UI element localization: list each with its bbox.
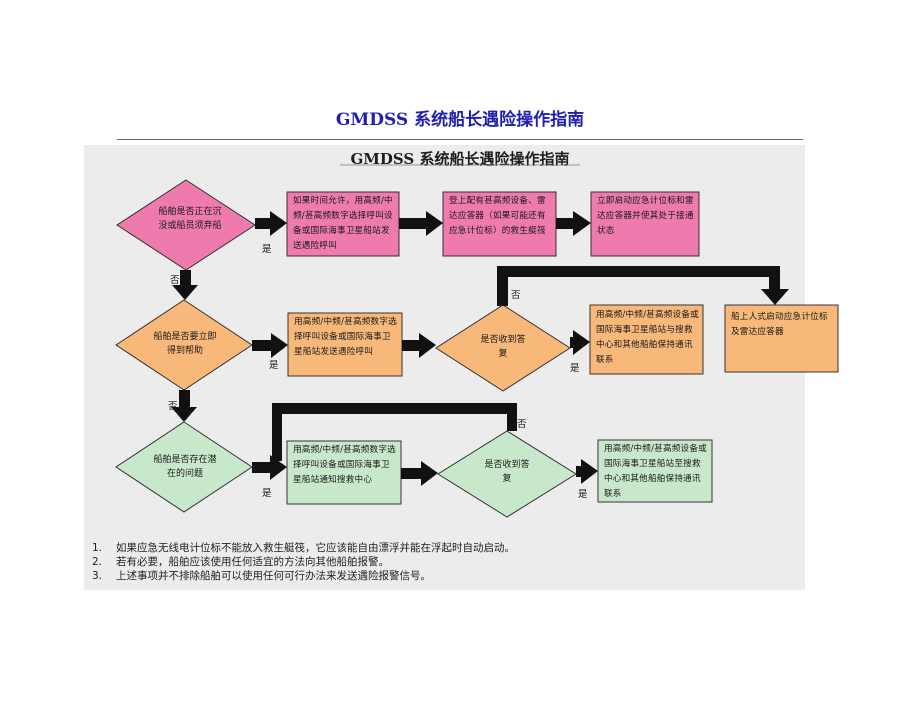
footnote-number: 3.	[92, 570, 103, 582]
decision-sinking-label: 船舶是否正在沉没或船员须弃船	[158, 207, 222, 231]
box-notify-rescue-center-label: 用高频/中频/甚高频数字选择呼叫设备或国际海事卫星船站通知搜救中心	[293, 445, 396, 485]
edge-label-no-4: 否	[517, 419, 527, 430]
box-maintain-communication-2	[597, 439, 713, 503]
edge-label-yes-1: 是	[262, 244, 272, 255]
arrow-d5-b8-shaft	[576, 466, 582, 477]
arrow-d5-b7-up	[507, 403, 517, 431]
arrow-d3-b5-head	[573, 330, 590, 355]
footnote-text: 如果应急无线电计位标不能放入救生艇筏，它应该能自由漂浮并能在浮起时自动启动。	[116, 542, 515, 554]
arrow-d1-d2-head	[172, 285, 198, 300]
arrow-d5-b8-head	[581, 459, 598, 484]
decision-reply-2	[437, 430, 577, 518]
footnote-text: 上述事项并不排除船舶可以使用任何可行办法来发送遇险报警信号。	[116, 570, 431, 582]
arrow-d3-b5-shaft	[570, 337, 575, 348]
edge-label-yes-5: 是	[578, 489, 588, 500]
arrow-d3-b6-up	[497, 266, 508, 306]
arrow-b2-b3-head	[573, 211, 591, 236]
decision-reply-2-label: 是否收到答复	[484, 460, 530, 484]
arrow-d1-b1-shaft	[255, 218, 271, 229]
arrow-b7-d5-shaft	[401, 468, 423, 479]
box-manual-epirb	[724, 304, 839, 373]
edge-label-yes-3: 是	[570, 363, 580, 374]
arrow-b2-b3-shaft	[556, 218, 574, 229]
footnote-item: 2. 若有必要，船舶应该使用任何适宜的方法向其他船舶报警。	[92, 555, 515, 569]
footnote-text: 若有必要，船舶应该使用任何适宜的方法向其他船舶报警。	[116, 556, 389, 568]
box-send-distress-call-2-label: 用高频/中频/甚高频数字选择呼叫设备或国际海事卫星船站发送遇险呼叫	[294, 317, 397, 357]
box-send-distress-call-label: 如果时间允许，用高频/中频/甚高频数字选择呼叫设备或国际海事卫星船站发送遇险呼叫	[293, 196, 393, 251]
box-activate-epirb-label: 立即启动应急计位标和雷达应答器并使其处于接通状态	[597, 196, 694, 236]
arrow-b7-d5-head	[421, 461, 438, 486]
edge-label-no-1: 否	[170, 275, 180, 286]
edge-label-yes-4: 是	[262, 488, 272, 499]
footnotes: 1. 如果应急无线电计位标不能放入救生艇筏，它应该能自由漂浮并能在浮起时自动启动。…	[92, 541, 515, 583]
decision-reply-1-label: 是否收到答复	[480, 335, 526, 359]
arrow-b1-b2-shaft	[399, 218, 427, 229]
arrow-b1-b2-head	[426, 211, 443, 236]
box-maintain-communication-2-label: 用高频/中频/甚高频设备或国际海事卫星船站至搜救中心和其他船舶保持通讯联系	[604, 444, 707, 499]
footnote-item: 3. 上述事项并不排除船舶可以使用任何可行办法来发送遇险报警信号。	[92, 569, 515, 583]
footnote-item: 1. 如果应急无线电计位标不能放入救生艇筏，它应该能自由漂浮并能在浮起时自动启动。	[92, 541, 515, 555]
arrow-d3-b6-down	[769, 266, 780, 290]
arrow-d3-b6-across	[497, 266, 780, 277]
arrow-d5-b7-down	[272, 403, 282, 461]
box-manual-epirb-label: 船上人式启动应急计位标及雷达应答器	[731, 312, 828, 337]
box-maintain-communication-label: 用高频/中频/甚高频设备或国际海事卫星船站与搜救中心和其他船舶保持通讯联系	[596, 310, 699, 365]
arrow-d4-b7-head	[270, 455, 287, 480]
decision-immediate-help-label: 船舶是否要立即得到帮助	[153, 332, 217, 356]
title-divider	[117, 139, 803, 140]
arrow-d2-d4-head	[171, 407, 197, 422]
arrow-d4-b7-shaft	[252, 462, 272, 473]
page-title: GMDSS 系统船长遇险操作指南	[335, 110, 585, 130]
box-activate-epirb	[590, 191, 700, 257]
footnote-number: 2.	[92, 556, 103, 568]
arrow-b4-d3-head	[419, 333, 436, 358]
arrow-d1-b1-head	[270, 211, 287, 236]
arrow-d5-b7-across	[272, 403, 517, 414]
edge-label-no-2: 否	[511, 290, 521, 301]
arrow-d2-d4-shaft	[179, 390, 190, 408]
decision-reply-1	[435, 304, 571, 392]
arrow-d2-b4-head	[271, 333, 288, 358]
flowchart-title: GMDSS 系统船长遇险操作指南	[350, 150, 570, 168]
arrow-b4-d3-shaft	[402, 340, 420, 351]
box-send-distress-call-2	[287, 312, 403, 377]
edge-label-yes-2: 是	[269, 360, 279, 371]
box-maintain-communication	[589, 304, 704, 375]
decision-potential-problem	[115, 421, 253, 513]
arrow-d1-d2-shaft	[180, 270, 191, 286]
footnote-number: 1.	[92, 542, 103, 554]
edge-label-no-3: 否	[168, 401, 178, 412]
box-board-survival-craft-label: 登上配有甚高频设备、雷达应答器（如果可能还有应急计位标）的救生艇筏	[449, 196, 546, 236]
arrow-d2-b4-shaft	[252, 340, 272, 351]
decision-potential-problem-label: 船舶是否存在潜在的问题	[153, 455, 217, 479]
arrow-d3-b6-head	[761, 289, 789, 305]
